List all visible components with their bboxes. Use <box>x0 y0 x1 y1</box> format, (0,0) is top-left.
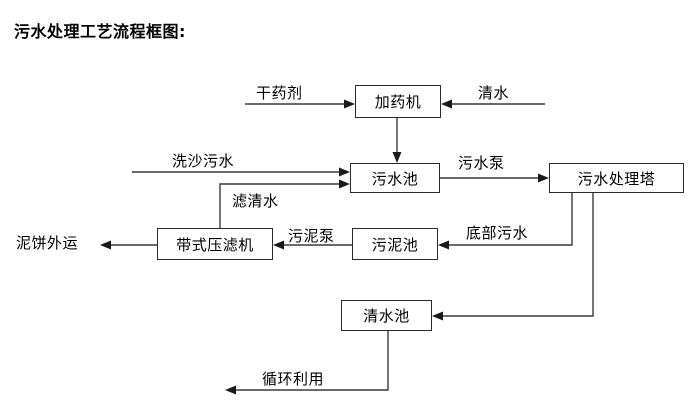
node-dosing-machine[interactable]: 加药机 <box>355 85 441 118</box>
arrowhead-filtered-water <box>339 179 350 189</box>
arrowhead-recycle <box>225 385 236 395</box>
node-sewage-pool[interactable]: 污水池 <box>350 163 440 193</box>
label-clean-water: 清水 <box>478 84 510 102</box>
node-belt-filter-press[interactable]: 带式压滤机 <box>157 228 273 260</box>
node-clear-water-pool[interactable]: 清水池 <box>341 300 432 331</box>
arrowhead-bottom-sewage <box>438 240 449 250</box>
arrowhead-dosing-to-sewage-pool <box>392 152 402 163</box>
arrowhead-sand-washing <box>339 167 350 177</box>
label-dry-chemical: 干药剂 <box>256 84 303 102</box>
edge-filtered-water-to-sewage-pool <box>219 183 344 228</box>
arrowhead-dry-chemical <box>344 99 355 109</box>
edge-tower-to-clear-water-pool <box>438 192 594 317</box>
arrowhead-mud-cake <box>100 240 111 250</box>
label-bottom-sewage: 底部污水 <box>466 224 529 242</box>
arrowhead-clear-water-pool <box>432 311 443 321</box>
label-filtered-clear-water: 滤清水 <box>232 192 279 210</box>
arrowhead-sludge-pump <box>273 240 284 250</box>
arrowhead-clean-water <box>441 99 452 109</box>
label-sewage-pump: 污水泵 <box>458 154 505 172</box>
arrowhead-sewage-pump <box>538 173 549 183</box>
label-recycle-use: 循环利用 <box>262 370 325 388</box>
edge-clear-water-pool-to-recycle <box>231 331 389 391</box>
label-mud-cake-transport: 泥饼外运 <box>16 234 79 252</box>
page-title: 污水处理工艺流程框图: <box>14 22 186 41</box>
node-sludge-pool[interactable]: 污泥池 <box>352 228 438 260</box>
label-sand-washing-sewage: 洗沙污水 <box>172 152 235 170</box>
label-sludge-pump: 污泥泵 <box>288 227 335 245</box>
edge-tower-bottom-sewage-to-sludge-pool <box>444 192 573 246</box>
node-sewage-treatment-tower[interactable]: 污水处理塔 <box>549 163 684 193</box>
